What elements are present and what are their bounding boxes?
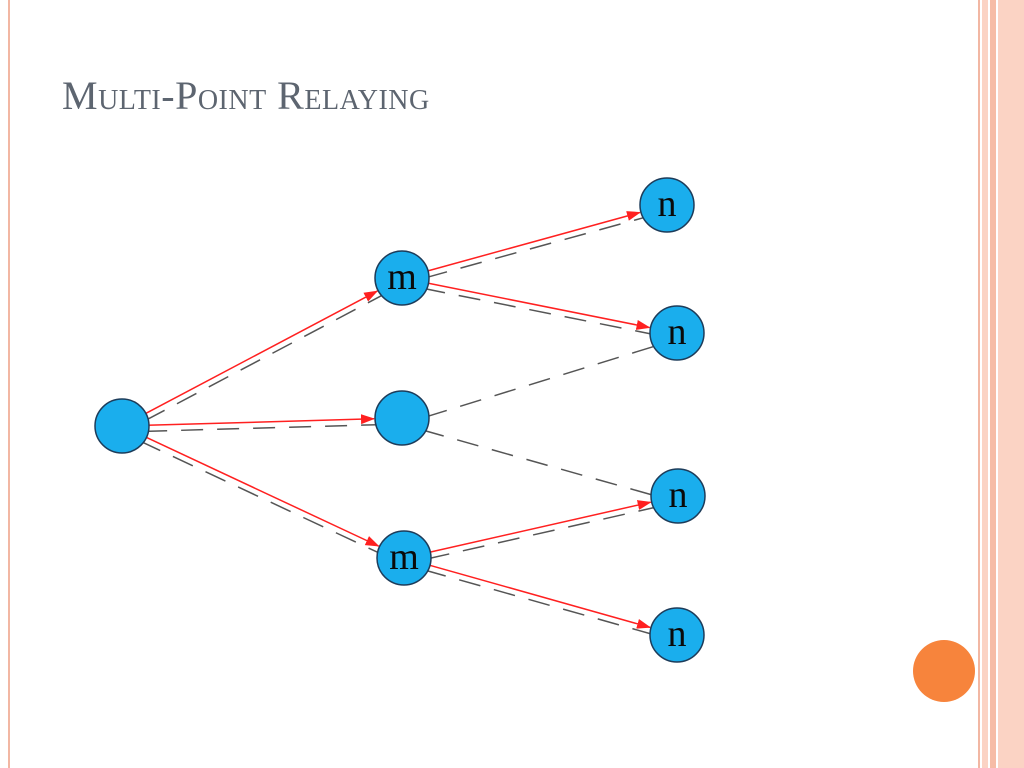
relay-edge-m2-n4 bbox=[427, 564, 652, 629]
link-edge-source-m1 bbox=[144, 294, 384, 422]
node-label-n1: n bbox=[658, 183, 677, 225]
link-edge-m2-n4 bbox=[424, 569, 652, 635]
node-label-n2: n bbox=[668, 311, 687, 353]
node-c bbox=[374, 390, 430, 446]
node-circle-n4 bbox=[649, 607, 705, 663]
node-label-m1: m bbox=[387, 256, 417, 298]
node-n4: n bbox=[649, 607, 705, 663]
node-label-m2: m bbox=[389, 536, 419, 578]
accent-dot bbox=[913, 640, 975, 702]
node-circle-c bbox=[374, 390, 430, 446]
node-m2: m bbox=[376, 530, 432, 586]
node-n3: n bbox=[650, 468, 706, 524]
link-edge-source-c bbox=[145, 423, 378, 433]
nodes: m m n n n n bbox=[94, 177, 706, 663]
band-2 bbox=[990, 0, 996, 768]
slide-frame bbox=[8, 0, 980, 768]
node-circle-m1 bbox=[374, 250, 430, 306]
relay-edge-source-c bbox=[146, 414, 376, 427]
link-edge-m2-n3 bbox=[427, 506, 656, 560]
relay-edge-m2-n3 bbox=[428, 500, 652, 554]
relay-edges bbox=[143, 211, 652, 629]
link-edge-m1-n1 bbox=[425, 216, 645, 279]
link-edge-c-n2 bbox=[425, 345, 656, 418]
node-label-n4: n bbox=[668, 613, 687, 655]
link-edge-c-n3 bbox=[422, 429, 653, 496]
node-label-n3: n bbox=[669, 474, 688, 516]
decorative-side-bands bbox=[982, 0, 1024, 768]
slide-title: Multi-Point Relaying bbox=[62, 73, 430, 118]
relay-edge-source-m2 bbox=[144, 435, 380, 547]
relay-edge-source-m1 bbox=[143, 290, 379, 415]
link-edge-source-m2 bbox=[139, 440, 380, 554]
link-edge-m1-n2 bbox=[423, 287, 652, 335]
relay-edge-m1-n1 bbox=[425, 211, 641, 273]
node-circle-n3 bbox=[650, 468, 706, 524]
node-circle-m2 bbox=[376, 530, 432, 586]
band-3 bbox=[998, 0, 1024, 768]
node-circle-source bbox=[94, 398, 150, 454]
node-circle-n2 bbox=[649, 305, 705, 361]
band-1 bbox=[982, 0, 988, 768]
relay-edge-m1-n2 bbox=[426, 282, 651, 330]
node-m1: m bbox=[374, 250, 430, 306]
node-n1: n bbox=[639, 177, 695, 233]
node-source bbox=[94, 398, 150, 454]
node-n2: n bbox=[649, 305, 705, 361]
link-edges bbox=[139, 216, 656, 635]
node-circle-n1 bbox=[639, 177, 695, 233]
